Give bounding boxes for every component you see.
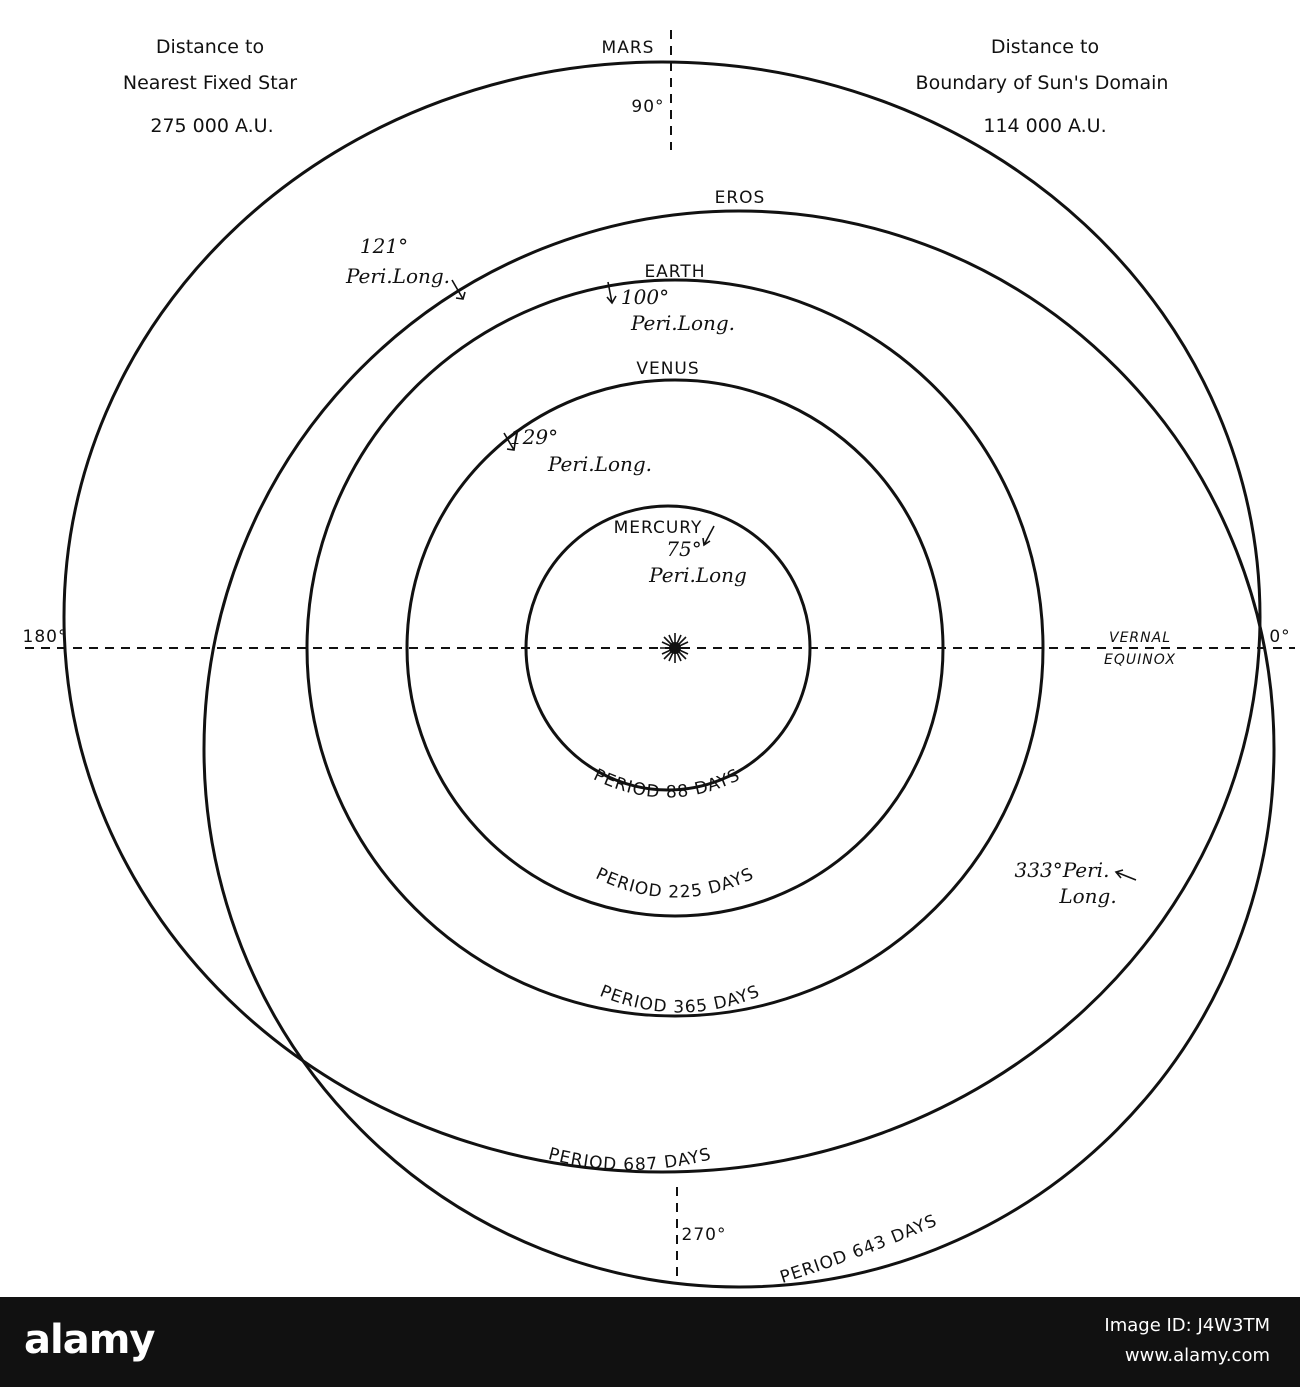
eros-period-label: PERIOD 643 DAYS bbox=[778, 1211, 941, 1288]
venus-perihelion-arrow bbox=[503, 432, 516, 451]
star-distance-value: 275 000 A.U. bbox=[150, 115, 273, 137]
mars-orbit bbox=[62, 60, 1262, 1174]
eros-perihelion-text: Peri.Long. bbox=[345, 264, 450, 288]
watermark-footer: alamy Image ID: J4W3TM www.alamy.com bbox=[0, 1297, 1300, 1387]
venus-perihelion-degree: 129° bbox=[510, 425, 558, 449]
mars-perihelion-degree: 333°Peri. bbox=[1015, 858, 1110, 882]
vernal-label: VERNAL bbox=[1109, 630, 1171, 646]
earth-perihelion-arrow bbox=[606, 281, 617, 305]
domain-distance-line2: Boundary of Sun's Domain bbox=[916, 72, 1169, 94]
mercury-orbit bbox=[524, 504, 812, 792]
venus-period-label: PERIOD 225 DAYS bbox=[593, 864, 758, 903]
site-url-text: www.alamy.com bbox=[1124, 1345, 1270, 1366]
eros-perihelion-arrow bbox=[451, 279, 466, 300]
eros-orbit bbox=[202, 209, 1276, 1289]
venus-label: VENUS bbox=[636, 359, 699, 379]
mercury-perihelion-arrow bbox=[702, 525, 715, 547]
earth-perihelion-text: Peri.Long. bbox=[630, 311, 735, 335]
eros-perihelion-degree: 121° bbox=[360, 234, 408, 258]
earth-label: EARTH bbox=[644, 262, 705, 282]
mercury-label: MERCURY bbox=[614, 518, 703, 538]
domain-distance-line1: Distance to bbox=[991, 36, 1099, 58]
earth-orbit bbox=[305, 278, 1045, 1018]
footer-info: Image ID: J4W3TM www.alamy.com bbox=[1104, 1311, 1270, 1371]
domain-distance-value: 114 000 A.U. bbox=[983, 115, 1106, 137]
equinox-label: EQUINOX bbox=[1104, 652, 1176, 668]
angle-0-label: 0° bbox=[1269, 627, 1290, 647]
angle-180-label: 180° bbox=[23, 627, 68, 647]
angle-90-label: 90° bbox=[631, 97, 664, 117]
venus-orbit bbox=[405, 378, 945, 918]
mars-label: MARS bbox=[602, 38, 655, 58]
mercury-period-label: PERIOD 88 DAYS bbox=[590, 765, 743, 802]
image-id-text: Image ID: J4W3TM bbox=[1104, 1315, 1270, 1336]
mars-perihelion-arrow bbox=[1114, 869, 1137, 881]
star-distance-line2: Nearest Fixed Star bbox=[123, 72, 297, 94]
earth-perihelion-degree: 100° bbox=[621, 285, 669, 309]
alamy-logo: alamy bbox=[24, 1317, 155, 1363]
angle-270-label: 270° bbox=[682, 1225, 727, 1245]
mercury-perihelion-text: Peri.Long bbox=[648, 563, 747, 587]
star-distance-line1: Distance to bbox=[156, 36, 264, 58]
mars-perihelion-text: Long. bbox=[1058, 884, 1116, 908]
sun-icon bbox=[660, 633, 690, 663]
venus-perihelion-text: Peri.Long. bbox=[547, 452, 652, 476]
mercury-perihelion-degree: 75° bbox=[666, 537, 701, 561]
eros-label: EROS bbox=[715, 188, 766, 208]
orbit-diagram: Distance to Nearest Fixed Star 275 000 A… bbox=[23, 30, 1295, 1289]
